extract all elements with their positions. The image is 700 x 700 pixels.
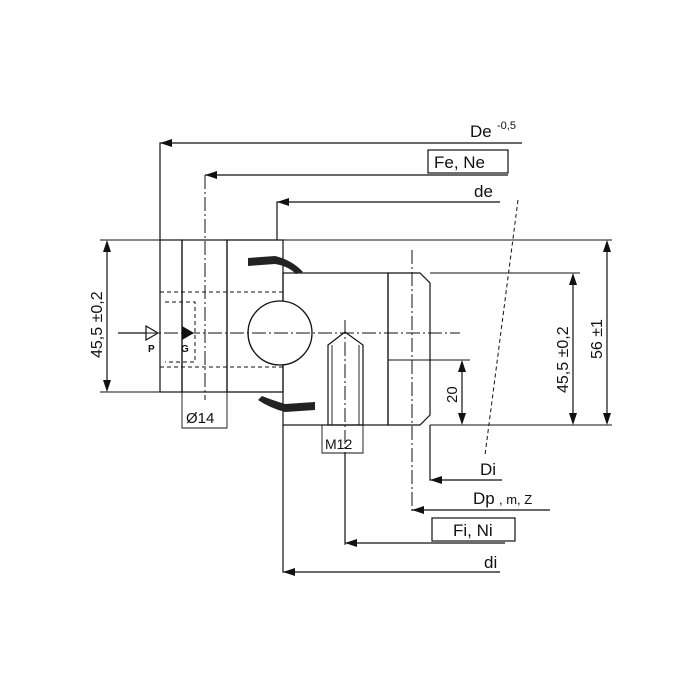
label-Fe-Ne: Fe, Ne <box>434 153 485 172</box>
label-di: di <box>484 553 497 572</box>
threaded-hole <box>327 331 364 426</box>
label-outer-height: 45,5 ±0,2 <box>89 291 106 358</box>
label-Dp-suffix: , m, Z <box>499 492 532 507</box>
label-de: de <box>474 182 493 201</box>
label-G: G <box>181 344 189 355</box>
label-inner-height: 45,5 ±0,2 <box>555 326 572 393</box>
label-thread: M12 <box>325 436 352 452</box>
label-total-height: 56 ±1 <box>589 319 606 359</box>
label-De-tolerance: -0,5 <box>497 120 516 132</box>
label-Fi-Ni: Fi, Ni <box>453 521 493 540</box>
label-De: De <box>470 122 492 141</box>
label-P: P <box>148 344 155 355</box>
label-Di: Di <box>480 460 496 479</box>
label-thread-depth: 20 <box>444 386 461 403</box>
seal-top <box>248 256 303 274</box>
label-Dp: Dp <box>473 489 495 508</box>
seal-bottom <box>258 396 315 412</box>
gear-pitch-line <box>484 199 519 456</box>
label-hole-diameter: Ø14 <box>186 410 214 427</box>
